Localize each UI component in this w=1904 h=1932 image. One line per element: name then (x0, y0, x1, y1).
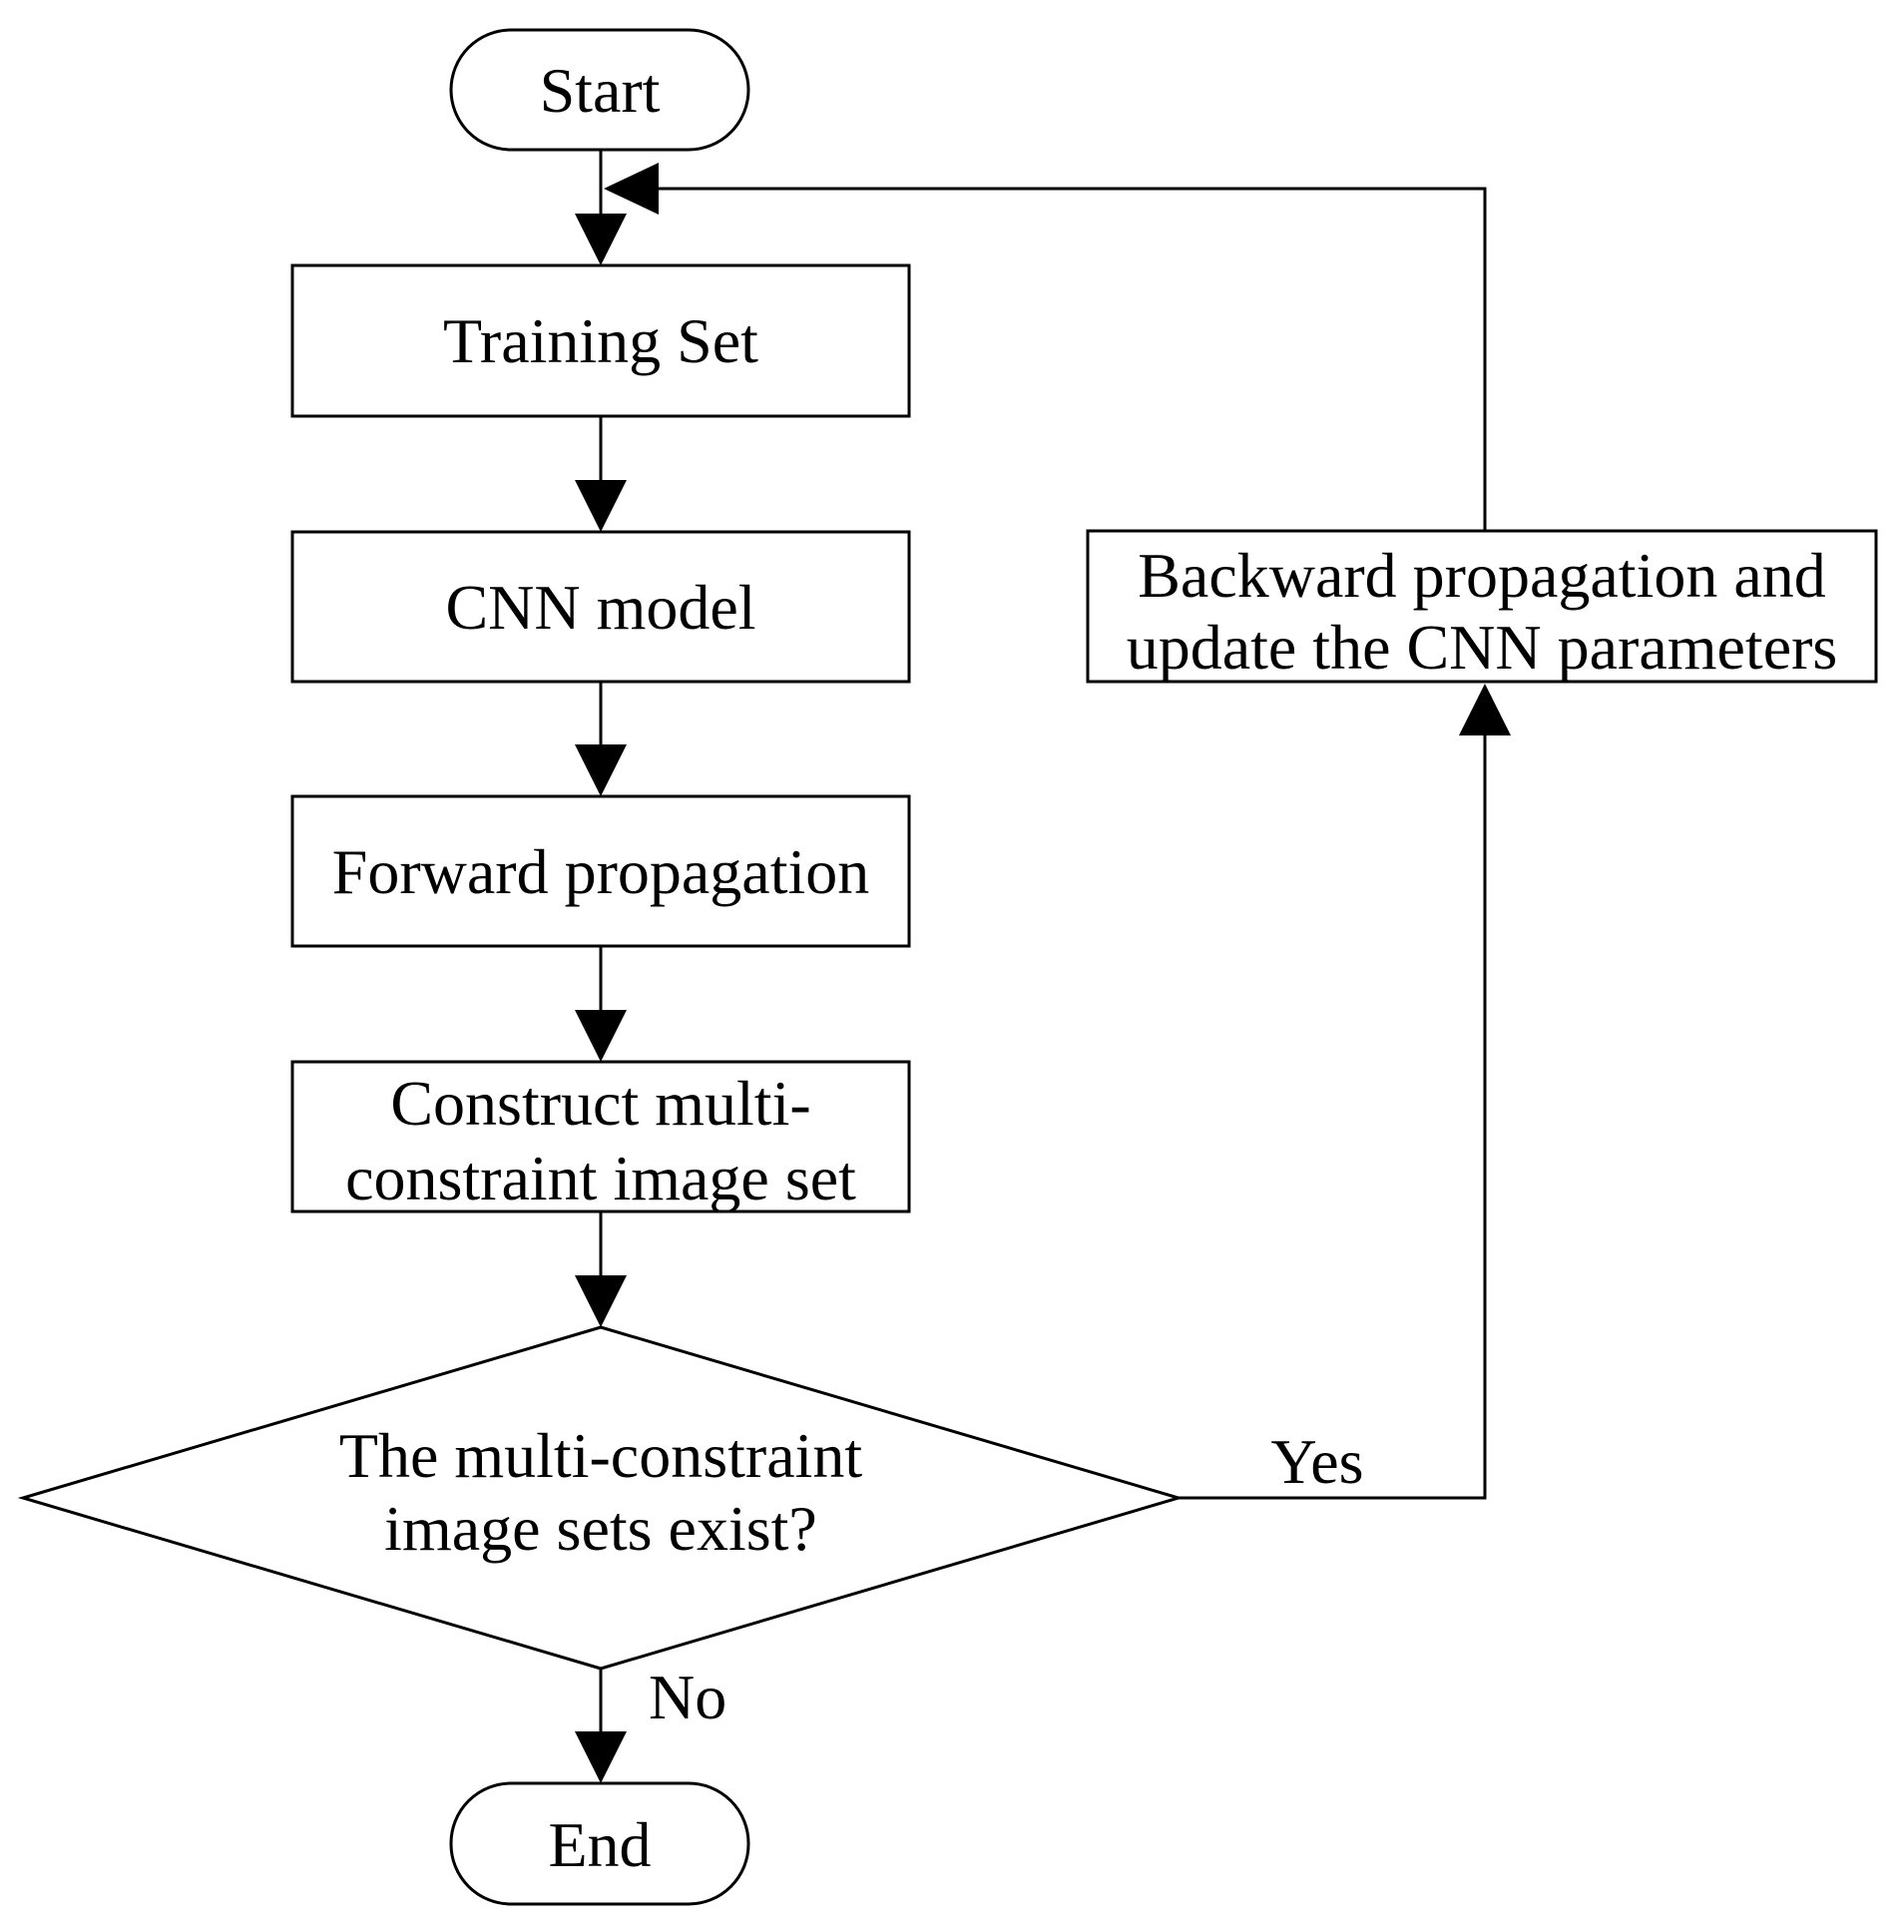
edge-backward-loop-line (657, 187, 1487, 531)
training-set-process-shape (290, 263, 911, 418)
decision-label-line1: The multi-constraint (339, 1420, 863, 1491)
arrowhead-loop-junction (604, 163, 659, 215)
construct-set-label-line2: constraint image set (345, 1143, 856, 1213)
node-training-set: Training Set (290, 263, 911, 418)
nodes-layer: Start Training Set CNN model Forward pro… (17, 28, 1878, 1906)
node-cnn-model: CNN model (290, 530, 911, 684)
backward-propagation-process-shape (1086, 529, 1878, 684)
end-terminator-shape (449, 1781, 750, 1906)
training-set-label: Training Set (443, 305, 758, 376)
yes-branch-label: Yes (1270, 1426, 1363, 1497)
construct-set-process-shape (290, 1060, 911, 1213)
node-backward-propagation: Backward propagation and update the CNN … (1086, 529, 1878, 684)
forward-propagation-label: Forward propagation (332, 836, 870, 907)
node-start: Start (449, 28, 750, 152)
arrowhead-into-end (575, 1731, 627, 1783)
cnn-model-label: CNN model (445, 572, 755, 643)
arrowhead-into-cnn-model (575, 480, 627, 532)
node-construct-multi-constraint: Construct multi- constraint image set (290, 1060, 911, 1213)
arrowhead-into-forward-propagation (575, 744, 627, 796)
node-end: End (449, 1781, 750, 1906)
arrowhead-into-construct-set (575, 1010, 627, 1062)
no-branch-label: No (649, 1662, 726, 1732)
start-label: Start (540, 55, 661, 126)
end-label: End (548, 1809, 651, 1880)
backward-propagation-label-line2: update the CNN parameters (1127, 612, 1838, 683)
edge-labels-layer: Yes No (649, 1426, 1364, 1732)
cnn-model-process-shape (290, 530, 911, 684)
start-terminator-shape (449, 28, 750, 152)
construct-set-label-line1: Construct multi- (390, 1068, 810, 1139)
edges-layer (575, 150, 1511, 1783)
arrowhead-into-backward-propagation (1459, 684, 1511, 735)
arrowhead-into-decision (575, 1275, 627, 1327)
decision-diamond-shape (17, 1325, 1185, 1671)
arrowhead-into-training-set (575, 214, 627, 265)
decision-label-line2: image sets exist? (384, 1493, 817, 1564)
backward-propagation-label-line1: Backward propagation and (1138, 540, 1826, 611)
node-decision: The multi-constraint image sets exist? (17, 1325, 1185, 1671)
edge-yes-line (1179, 735, 1487, 1500)
forward-propagation-process-shape (290, 794, 911, 948)
node-forward-propagation: Forward propagation (290, 794, 911, 948)
